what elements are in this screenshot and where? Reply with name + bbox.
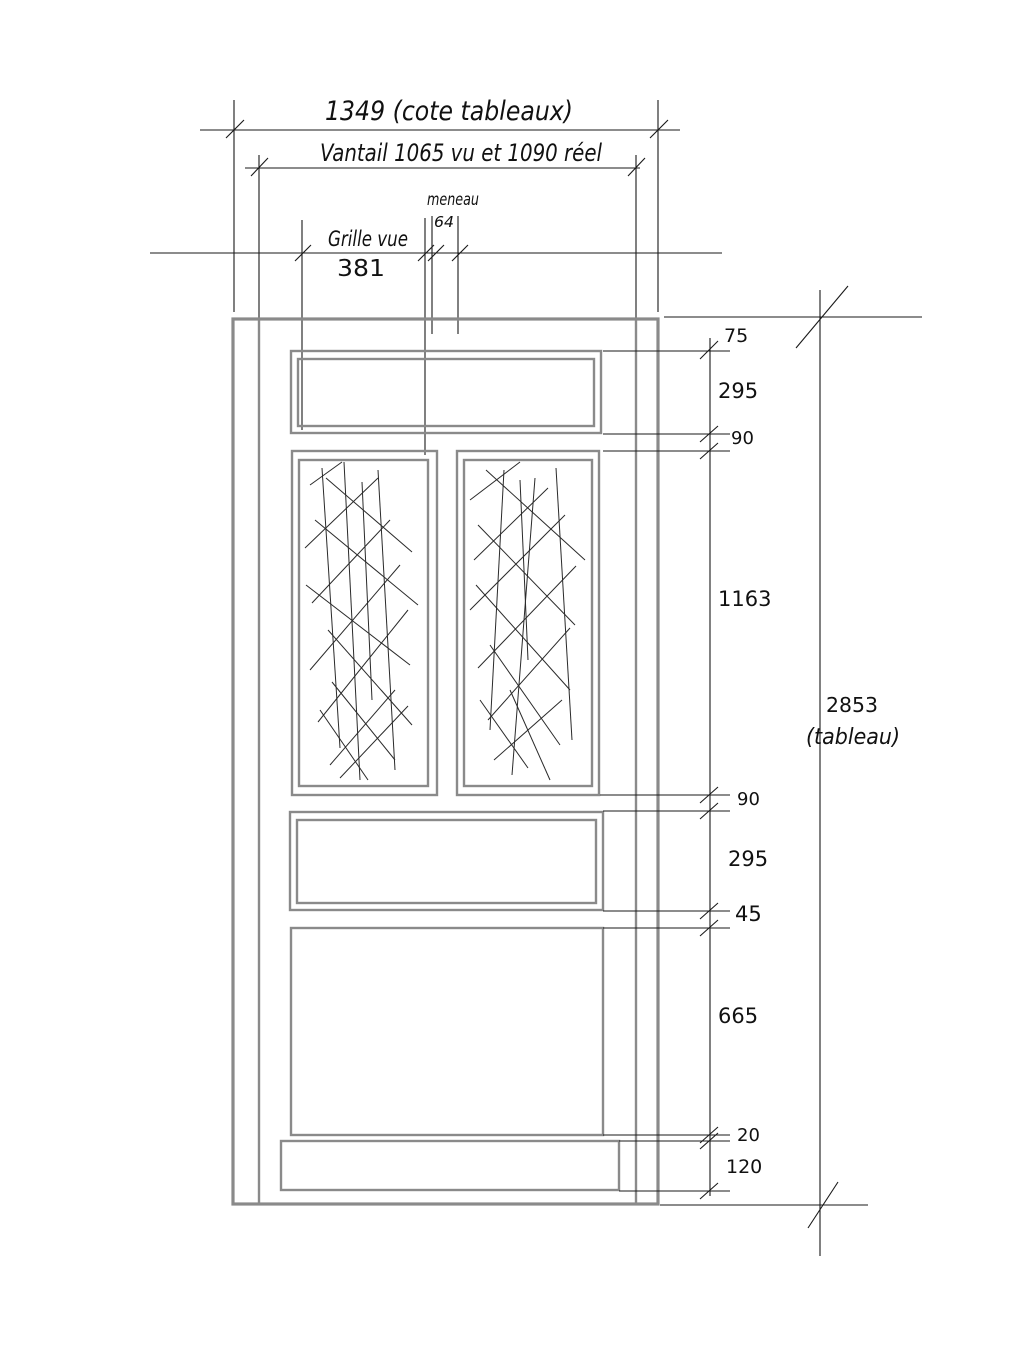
mullion-value: 64 <box>434 213 454 231</box>
grille-value: 381 <box>337 256 385 282</box>
dim-120-bottom-rail: 120 <box>726 1156 762 1178</box>
dim-295-middle-panel: 295 <box>728 847 768 871</box>
dim-90-upper: 90 <box>731 428 754 449</box>
lower-panel <box>289 926 605 1137</box>
dim-295-top-panel: 295 <box>718 379 758 403</box>
top-panel <box>289 349 603 435</box>
dim-90-lower: 90 <box>737 789 760 810</box>
grille-title: Grille vue <box>328 227 408 251</box>
mullion-title: meneau <box>427 190 479 210</box>
overall-height-dimension: 2853 (tableau) <box>795 285 900 1256</box>
dim-45: 45 <box>735 902 762 926</box>
left-grille-hatching <box>304 461 419 781</box>
dim-75-top: 75 <box>724 325 748 347</box>
leaf-width-dimension: Vantail 1065 vu et 1090 réel <box>245 139 646 318</box>
grille-dimension: Grille vue 381 meneau 64 <box>150 190 722 455</box>
door-frame <box>231 317 660 1206</box>
leaf-width-label: Vantail 1065 vu et 1090 réel <box>320 139 602 167</box>
right-glazed-panel <box>455 449 601 797</box>
right-grille-hatching <box>469 461 586 781</box>
overall-height-value: 2853 <box>826 693 878 717</box>
overall-height-note: (tableau) <box>806 725 900 750</box>
overall-width-dimension: 1349 (cote tableaux) <box>200 96 680 312</box>
dim-1163-glazing: 1163 <box>718 587 771 611</box>
vertical-dimension-chain: 75 295 90 1163 90 295 45 665 20 120 <box>600 316 922 1206</box>
left-glazed-panel <box>290 449 439 797</box>
dim-20: 20 <box>737 1125 760 1146</box>
dim-665-lower-panel: 665 <box>718 1004 758 1028</box>
middle-panel <box>288 810 605 912</box>
bottom-rail-panel <box>279 1139 621 1192</box>
overall-width-label: 1349 (cote tableaux) <box>325 96 573 127</box>
